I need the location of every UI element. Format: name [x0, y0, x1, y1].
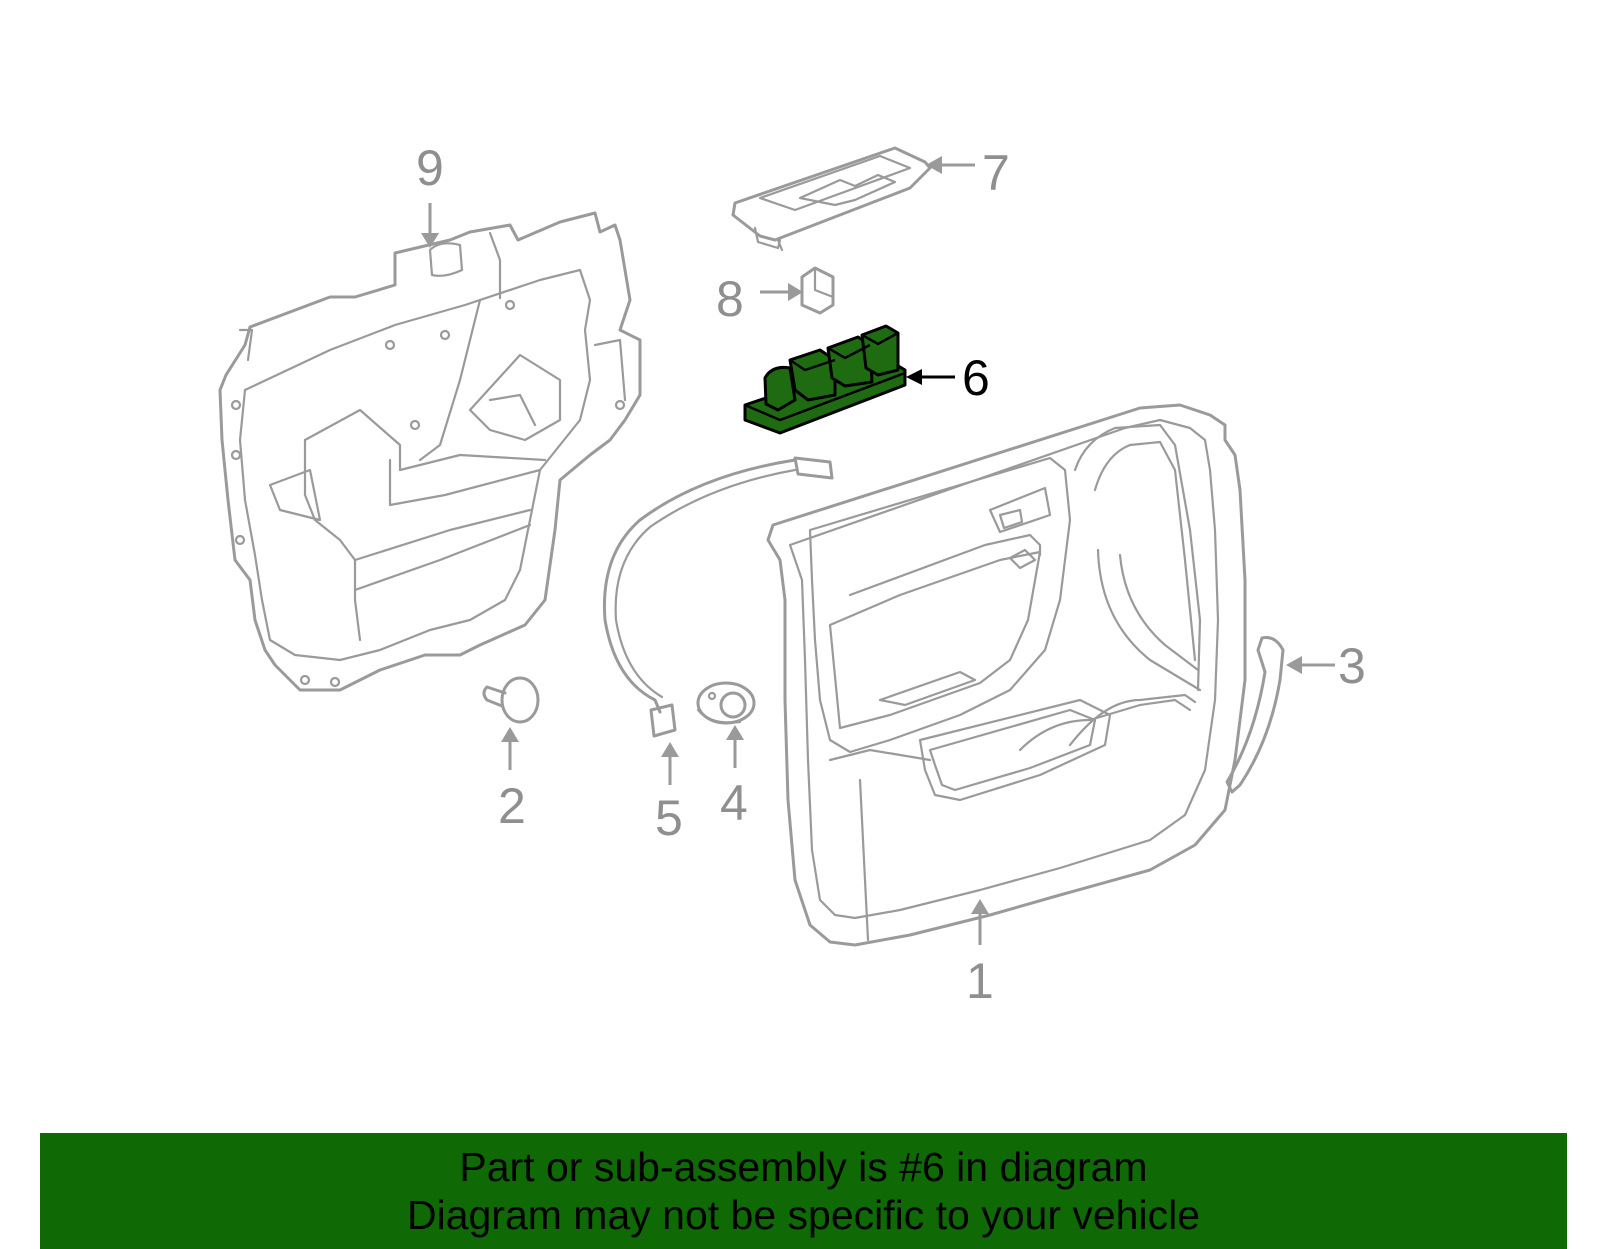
callout-4[interactable]: 4 — [720, 775, 748, 831]
banner-line-disclaimer: Diagram may not be specific to your vehi… — [406, 1192, 1200, 1238]
part-5-wiring-harness[interactable] — [602, 456, 834, 738]
callout-labels: 9 7 8 6 3 2 5 4 1 — [416, 140, 1366, 1009]
callout-4-arrowhead — [726, 725, 744, 740]
callout-1-arrowhead — [971, 899, 989, 914]
part-4-grommet[interactable] — [696, 681, 756, 725]
callout-8-arrowhead — [788, 283, 803, 301]
callout-9[interactable]: 9 — [416, 140, 444, 196]
callout-6[interactable]: 6 — [962, 350, 990, 406]
callout-5-arrowhead — [661, 742, 679, 757]
callout-3-arrowhead — [1286, 656, 1302, 674]
part-2-push-retainer[interactable] — [482, 676, 540, 724]
callout-7-arrowhead — [926, 156, 942, 174]
callout-5[interactable]: 5 — [655, 790, 683, 846]
part-9-door-inner-panel[interactable] — [218, 211, 642, 692]
callout-8[interactable]: 8 — [716, 271, 744, 327]
callout-2[interactable]: 2 — [498, 778, 526, 834]
callout-arrows — [421, 156, 1335, 945]
banner-line-part-number: Part or sub-assembly is #6 in diagram — [459, 1144, 1148, 1190]
callout-3[interactable]: 3 — [1338, 638, 1366, 694]
part-6-window-switch[interactable] — [743, 324, 907, 435]
callout-2-arrowhead — [501, 727, 519, 742]
callout-1[interactable]: 1 — [966, 953, 994, 1009]
part-7-switch-bezel[interactable] — [731, 146, 932, 252]
part-3-trim-strip[interactable] — [1225, 636, 1285, 794]
callout-9-arrowhead — [421, 233, 439, 248]
callout-6-arrowhead — [906, 369, 922, 385]
part-8-clip[interactable] — [800, 266, 835, 315]
info-banner: Part or sub-assembly is #6 in diagram Di… — [40, 1133, 1567, 1249]
part-1-door-trim-panel[interactable] — [766, 403, 1247, 947]
callout-7[interactable]: 7 — [982, 145, 1010, 201]
